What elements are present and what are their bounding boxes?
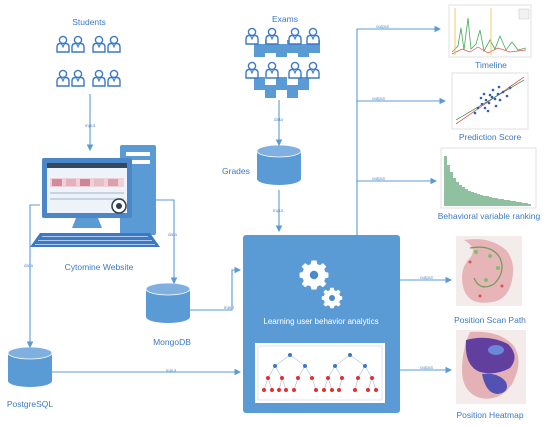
edge-label-input: input	[224, 305, 234, 310]
timeline-label: Timeline	[475, 60, 507, 70]
edge-label-data: data	[24, 263, 33, 268]
analytics-box	[243, 235, 400, 413]
edge-label-input: input	[85, 123, 95, 128]
heatmap-label: Position Heatmap	[456, 410, 524, 420]
behavioral-ranking-label: Behavioral variable ranking	[437, 211, 541, 221]
ranking-chart-thumbnail	[440, 147, 537, 209]
students-icon	[56, 35, 121, 87]
cytomine-website-label: Cytomine Website	[64, 262, 134, 272]
exams-label: Exams	[272, 14, 298, 24]
computer-icon	[30, 145, 160, 247]
edge-label-data: data	[168, 232, 177, 237]
prediction-scatter-thumbnail	[451, 72, 529, 130]
grades-label: Grades	[222, 166, 250, 176]
edge-label-output: output	[372, 176, 385, 181]
edge-label-input: input	[166, 368, 176, 373]
edge-label-output: output	[420, 275, 433, 280]
connectors	[26, 25, 453, 376]
scan-path-label: Position Scan Path	[454, 315, 526, 325]
edge-label-output: output	[372, 96, 385, 101]
edge-label-data: data	[274, 117, 283, 122]
exams-icon	[245, 27, 320, 98]
postgresql-icon	[7, 346, 53, 388]
prediction-score-label: Prediction Score	[458, 132, 522, 142]
scan-path-thumbnail	[456, 236, 522, 306]
edge-label-output: output	[376, 24, 389, 29]
heatmap-thumbnail	[456, 330, 526, 404]
mongodb-icon	[145, 282, 191, 324]
timeline-chart-thumbnail	[448, 4, 532, 58]
mongodb-label: MongoDB	[153, 337, 191, 347]
postgresql-label: PostgreSQL	[6, 399, 54, 409]
learning-analytics-label: Learning user behavior analytics	[263, 317, 379, 326]
students-label: Students	[72, 17, 106, 27]
grades-db-icon	[256, 144, 302, 186]
edge-label-output: output	[420, 365, 433, 370]
edge-label-input: input	[273, 208, 283, 213]
